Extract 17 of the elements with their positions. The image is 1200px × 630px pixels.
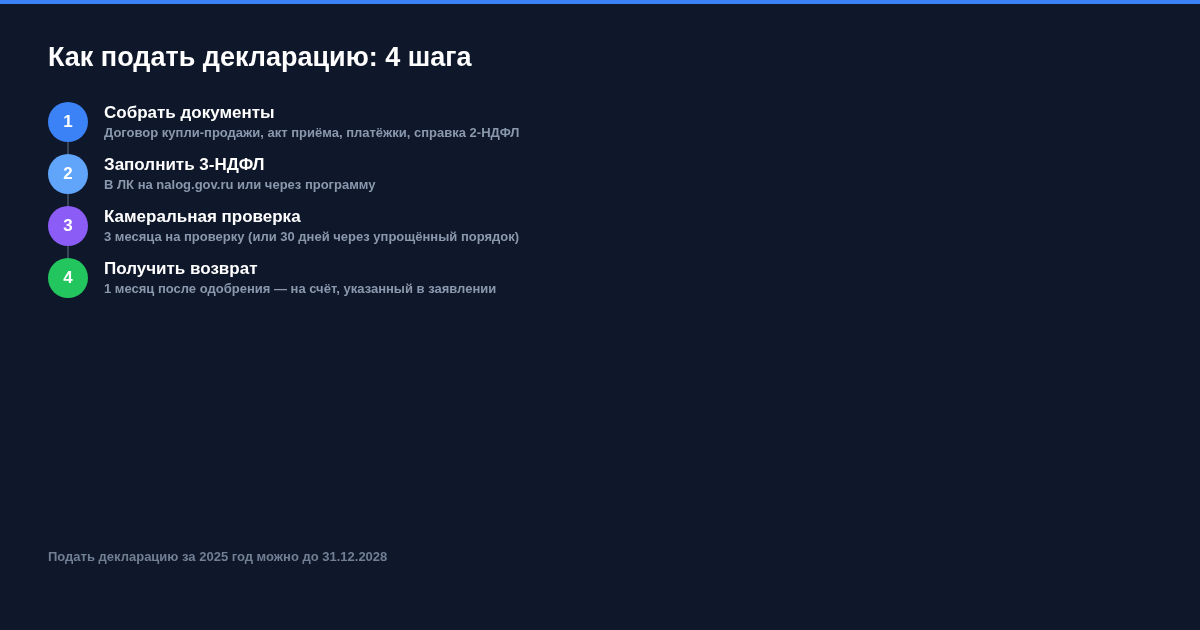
step-description: 1 месяц после одобрения — на счёт, указанный в заявлении: [104, 281, 497, 297]
step-number-circle: 2: [48, 154, 88, 194]
step-description: В ЛК на nalog.gov.ru или через программу: [104, 177, 376, 193]
step-number-circle: 4: [48, 258, 88, 298]
connector-line: [67, 245, 69, 259]
step-title: Заполнить 3-НДФЛ: [104, 155, 265, 175]
step-description: 3 месяца на проверку (или 30 дней через упрощённый порядок): [104, 229, 520, 245]
step-number-circle: 1: [48, 102, 88, 142]
connector-line: [67, 193, 69, 207]
footnote: Подать декларацию за 2025 год можно до 31.12.2028: [48, 549, 388, 565]
connector-line: [67, 141, 69, 155]
step-title: Получить возврат: [104, 259, 258, 279]
step-title: Камеральная проверка: [104, 207, 301, 227]
step-number-circle: 3: [48, 206, 88, 246]
step-title: Собрать документы: [104, 103, 275, 123]
step-description: Договор купли-продажи, акт приёма, платёжки, справка 2-НДФЛ: [104, 125, 520, 141]
page-title: Как подать декларацию: 4 шага: [48, 41, 472, 73]
